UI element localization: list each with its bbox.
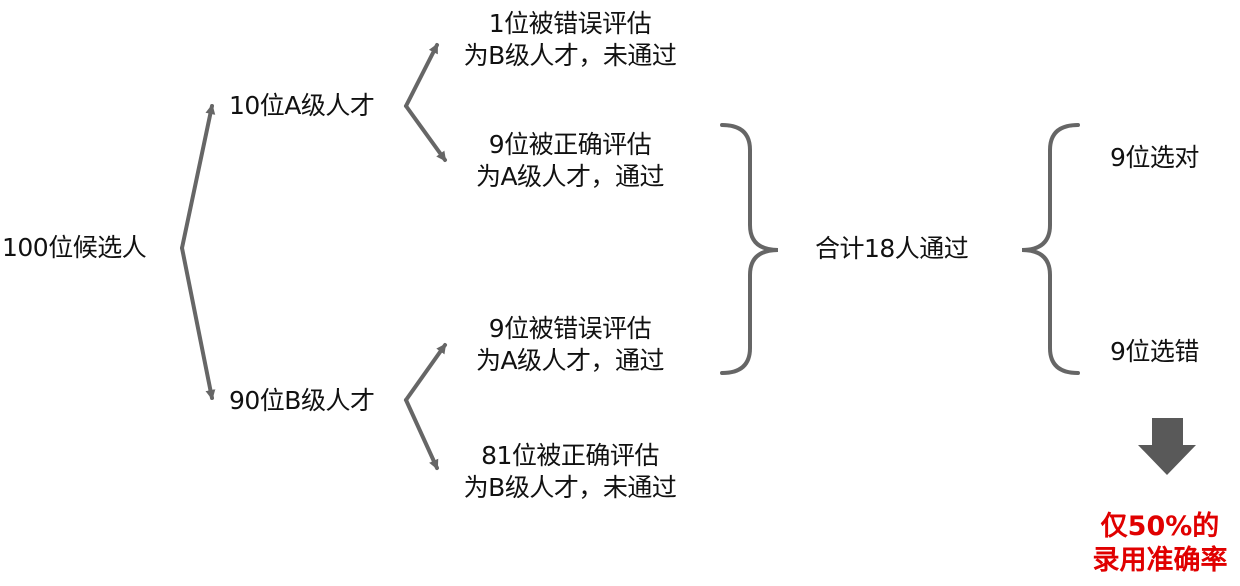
outcome-b-wrong-line2: 为A级人才，通过	[475, 346, 665, 375]
outcome-a-wrong: 1位被错误评估 为B级人才，未通过	[440, 8, 700, 72]
branch-b-talent: 90位B级人才	[229, 386, 375, 415]
accuracy-result: 仅50%的 录用准确率	[1075, 510, 1240, 578]
root-candidates: 100位候选人	[2, 233, 147, 262]
arrow-root-to-a	[180, 104, 216, 250]
down-arrow-icon	[1138, 418, 1196, 475]
outcome-a-wrong-line1: 1位被错误评估	[488, 9, 652, 38]
arrow-b-to-wrong	[404, 343, 447, 402]
total-passed: 合计18人通过	[815, 234, 969, 263]
arrow-b-to-right	[404, 398, 439, 470]
brace-split	[1021, 123, 1080, 375]
outcome-b-right: 81位被正确评估 为B级人才，未通过	[440, 440, 700, 504]
brace-passed	[720, 123, 779, 375]
split-wrong: 9位选错	[1110, 337, 1199, 366]
outcome-a-right-line2: 为A级人才，通过	[475, 162, 665, 191]
outcome-a-right: 9位被正确评估 为A级人才，通过	[440, 129, 700, 193]
outcome-b-right-line1: 81位被正确评估	[481, 441, 659, 470]
arrow-root-to-b	[180, 246, 216, 400]
outcome-a-wrong-line2: 为B级人才，未通过	[463, 41, 677, 70]
arrow-a-to-wrong	[404, 43, 439, 108]
outcome-b-wrong-line1: 9位被错误评估	[488, 314, 652, 343]
arrow-a-to-right	[404, 104, 447, 162]
split-correct: 9位选对	[1110, 143, 1199, 172]
accuracy-result-line2: 录用准确率	[1092, 545, 1228, 576]
outcome-b-wrong: 9位被错误评估 为A级人才，通过	[440, 313, 700, 377]
outcome-a-right-line1: 9位被正确评估	[488, 130, 652, 159]
accuracy-result-line1: 仅50%的	[1100, 511, 1220, 542]
branch-a-talent: 10位A级人才	[229, 91, 375, 120]
outcome-b-right-line2: 为B级人才，未通过	[463, 473, 677, 502]
